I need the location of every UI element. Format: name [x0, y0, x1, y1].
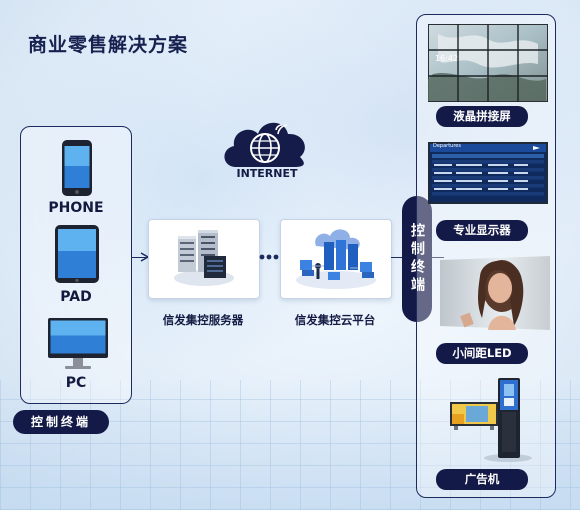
server-label: 信发集控服务器	[162, 313, 244, 327]
flight-board-title: Departures	[433, 143, 461, 149]
phone-label: PHONE	[48, 200, 104, 216]
control-terminal-badge: 控制终端	[13, 410, 109, 434]
pro-display-image	[428, 142, 548, 204]
connector-line	[432, 257, 444, 258]
monitor-icon	[48, 318, 108, 369]
video-wall-label: 液晶拼接屏	[436, 106, 528, 127]
page-title: 商业零售解决方案	[28, 34, 189, 56]
cloud-platform-icon	[296, 229, 376, 289]
cloud-icon	[224, 122, 305, 167]
ad-machine-label: 广告机	[436, 469, 528, 490]
phone-icon	[62, 140, 92, 196]
connector-line	[391, 257, 402, 258]
ad-kiosk-image	[450, 378, 532, 462]
video-wall-time: 16:42	[435, 54, 459, 63]
pad-label: PAD	[60, 289, 92, 305]
internet-label: INTERNET	[236, 167, 298, 180]
control-terminal-vertical: 控制终端	[402, 196, 432, 322]
connector-line	[131, 257, 147, 258]
small-pitch-led-label: 小间距LED	[436, 343, 528, 364]
dotted-connector	[259, 254, 279, 260]
pro-display-label: 专业显示器	[436, 220, 528, 241]
video-wall-image	[428, 24, 548, 102]
led-wall-image	[440, 256, 550, 330]
cloud-platform-label: 信发集控云平台	[294, 313, 376, 327]
pc-label: PC	[65, 375, 87, 391]
tablet-icon	[55, 225, 99, 283]
server-icon	[174, 230, 234, 286]
